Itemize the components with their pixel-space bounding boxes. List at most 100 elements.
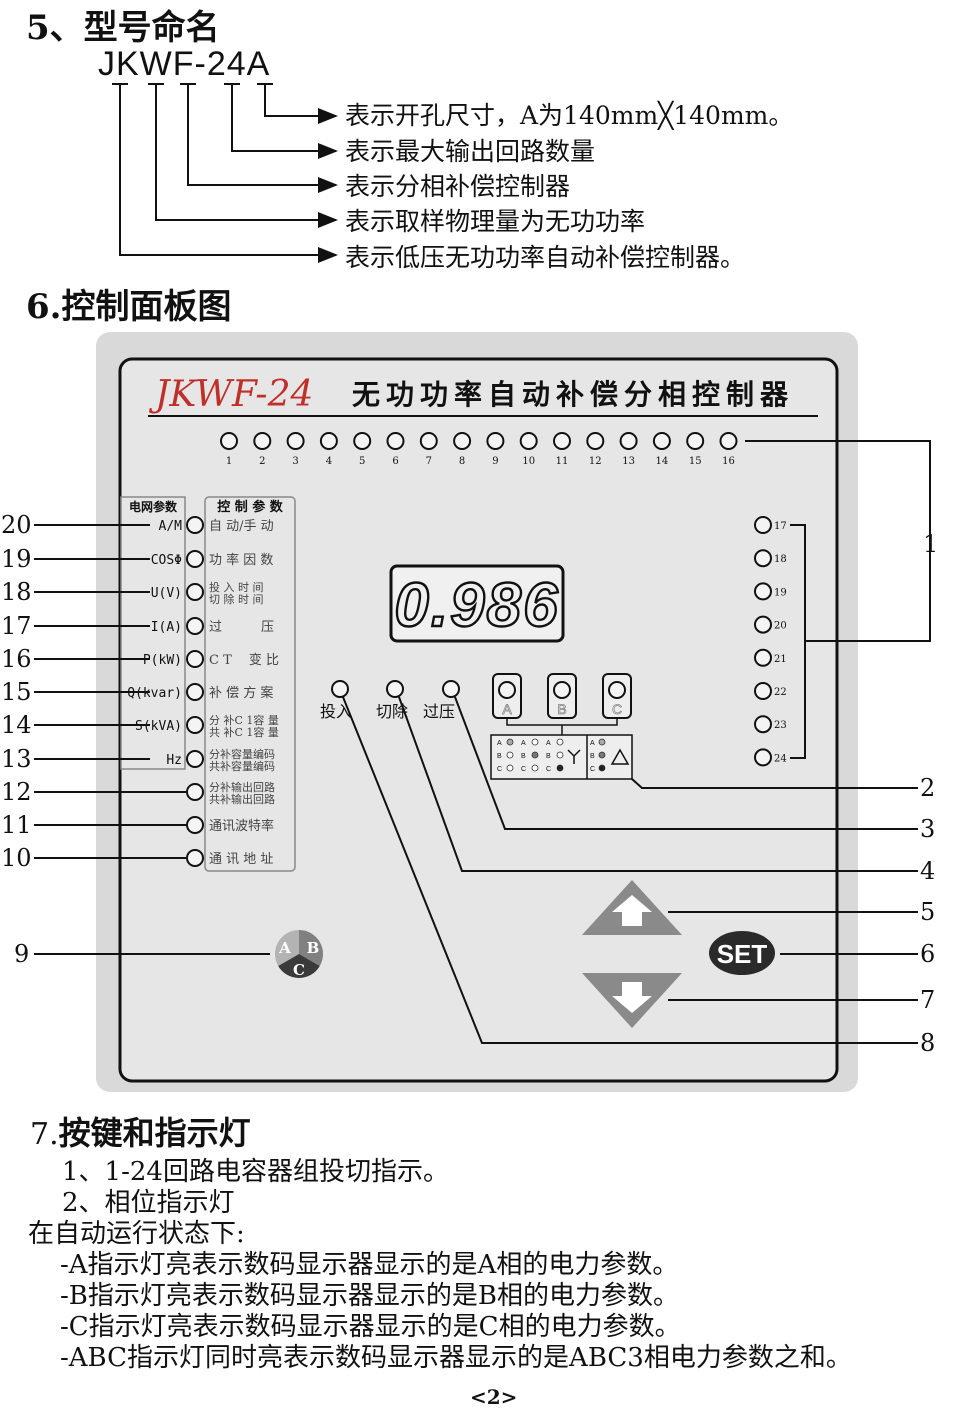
ctrl-param-box (204, 496, 296, 872)
model-desc-1: 表示开孔尺寸，A为140mm╳140mm。 (345, 101, 794, 130)
loop-led-label-11: 11 (556, 456, 569, 467)
loop-led-label-19: 19 (774, 587, 787, 598)
phase-label-B: B (557, 701, 566, 717)
loop-led-label-8: 8 (459, 456, 465, 467)
loop-led-label-15: 15 (689, 456, 702, 467)
loop-led-label-12: 12 (589, 456, 602, 467)
param-led-10 (186, 816, 204, 834)
model-desc-4: 表示取样物理量为无功功率 (345, 207, 646, 236)
phase-label-A: A (502, 701, 512, 717)
sec7-line-3: 在自动运行状态下: (28, 1219, 245, 1249)
callout-right-3: 3 (920, 815, 935, 843)
param-led-8 (186, 750, 204, 768)
overvoltage-led (442, 680, 460, 698)
phase-label-C: C (612, 701, 622, 717)
grid-param-3: U(V) (151, 586, 182, 601)
loop-led-24 (754, 748, 772, 767)
abc-sector-b (299, 930, 324, 966)
callout-line-8 (342, 696, 918, 1044)
callout-left-9: 9 (14, 940, 29, 968)
grid-param-header: 电网参数 (129, 499, 178, 514)
loop-led-22 (754, 682, 772, 700)
delta-symbol (610, 748, 630, 765)
param-led-6 (186, 683, 204, 701)
loop-led-label-20: 20 (774, 621, 787, 632)
callout-right-6: 6 (920, 940, 935, 968)
wire-dot-1-B (506, 751, 514, 759)
abc-label-c: C (293, 961, 305, 979)
wire-dot-2-A (531, 738, 539, 746)
callout-right-2: 2 (920, 774, 935, 802)
abc-label-a: A (278, 939, 291, 957)
ctrl-param-4: 过 压 (209, 620, 274, 635)
ctrl-param-10: 通讯波特率 (209, 818, 274, 834)
loop-led-15 (686, 432, 705, 450)
loop-led-label-21: 21 (774, 654, 787, 665)
callout-right-4: 4 (920, 857, 935, 885)
loop-led-9 (486, 432, 505, 450)
ctrl-param-8-b: 共补容量编码 (209, 759, 275, 773)
grid-param-1: A/M (159, 519, 183, 534)
loop-led-14 (652, 432, 671, 450)
section-7-number: 7. (30, 1117, 59, 1152)
status-label-out: 切除 (376, 702, 408, 721)
callout-right-8: 8 (920, 1029, 935, 1057)
phase-bracket (506, 718, 618, 735)
loop-led-label-3: 3 (292, 456, 298, 467)
callout-right-1: 1 (923, 530, 938, 558)
wire-dot-2-C (531, 764, 539, 772)
loop-led-5 (353, 432, 372, 450)
loop-led-label-4: 4 (326, 456, 332, 467)
ctrl-param-6: 补 偿 方 案 (209, 685, 273, 701)
callout-right-7: 7 (920, 986, 935, 1014)
model-bracket-loops (224, 83, 336, 151)
loop-led-18 (754, 549, 772, 568)
wire-y-b-C: C (521, 766, 526, 773)
down-arrow-icon (612, 982, 652, 1013)
callout-left-19: 19 (1, 545, 32, 573)
loop-led-8 (453, 432, 472, 450)
loop-led-label-13: 13 (622, 456, 635, 467)
section-7-heading: 7.按键和指示灯 (30, 1117, 251, 1152)
param-led-11 (186, 849, 204, 867)
grid-param-6: Q(kvar) (127, 686, 182, 701)
callout-left-12: 12 (1, 778, 32, 806)
loop-led-label-10: 10 (522, 456, 535, 467)
ctrl-param-9-b: 共补输出回路 (209, 792, 275, 806)
callout-line-3 (454, 696, 918, 830)
sec7-line-1: 1、1-24回路电容器组投切指示。 (62, 1157, 449, 1187)
ctrl-param-3-a: 投 入 时 间 (209, 580, 264, 594)
param-led-3 (186, 583, 204, 601)
phase-led-C (608, 681, 626, 699)
switch-in-led (331, 680, 349, 698)
loop-led-10 (519, 432, 538, 450)
model-bracket-phase (180, 83, 336, 185)
section-6-title: 6.控制面板图 (26, 287, 232, 327)
sec7-line-7: -ABC指示灯同时亮表示数码显示器显示的是ABC3相电力参数之和。 (60, 1343, 852, 1373)
loop-led-label-1: 1 (226, 456, 232, 467)
loop-led-21 (754, 648, 772, 667)
digital-display (389, 564, 565, 643)
grid-param-8: Hz (166, 753, 182, 768)
wire-y-c-B: B (546, 753, 551, 760)
ctrl-param-7-a: 分 补C 1容 量 (209, 713, 279, 727)
set-button (709, 931, 775, 975)
section-5-title: 5、型号命名 (26, 8, 220, 48)
callout-line-4 (398, 696, 918, 872)
wire-y-a-C: C (497, 766, 502, 773)
callout-left-20: 20 (1, 511, 32, 539)
wire-d-A: A (590, 740, 595, 747)
param-led-2 (186, 550, 204, 568)
loop-led-label-23: 23 (774, 720, 787, 731)
wire-y-a-A: A (497, 740, 502, 747)
wire-d-C: C (590, 766, 595, 773)
param-led-9 (186, 783, 204, 801)
loop-led-label-17: 17 (774, 521, 787, 532)
callout-left-16: 16 (1, 645, 32, 673)
loop-led-label-5: 5 (359, 456, 365, 467)
grid-param-7: S(kVA) (135, 719, 182, 734)
ctrl-param-1: 自 动/手 动 (209, 519, 274, 534)
grid-param-5: P(kW) (143, 653, 182, 668)
loop-led-17 (754, 516, 772, 534)
